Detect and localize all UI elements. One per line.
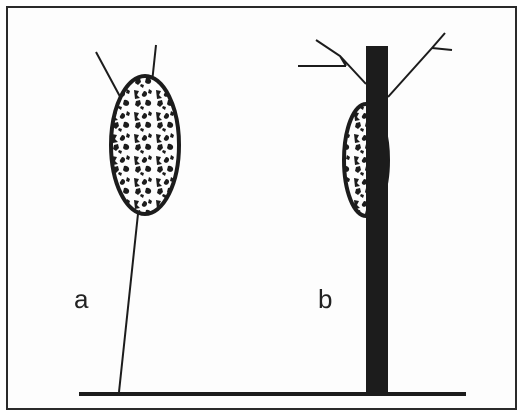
- panel-b-thick-post: [366, 46, 388, 392]
- panel-b-right-branches: [388, 33, 452, 97]
- panel-a-mottled-ellipse: [111, 76, 179, 214]
- panel-a-drawing: [96, 45, 179, 392]
- panel-a-label: a: [74, 286, 88, 312]
- panel-b-drawing: [298, 33, 452, 392]
- panel-b-left-branches: [298, 40, 366, 84]
- panel-b-label: b: [318, 286, 332, 312]
